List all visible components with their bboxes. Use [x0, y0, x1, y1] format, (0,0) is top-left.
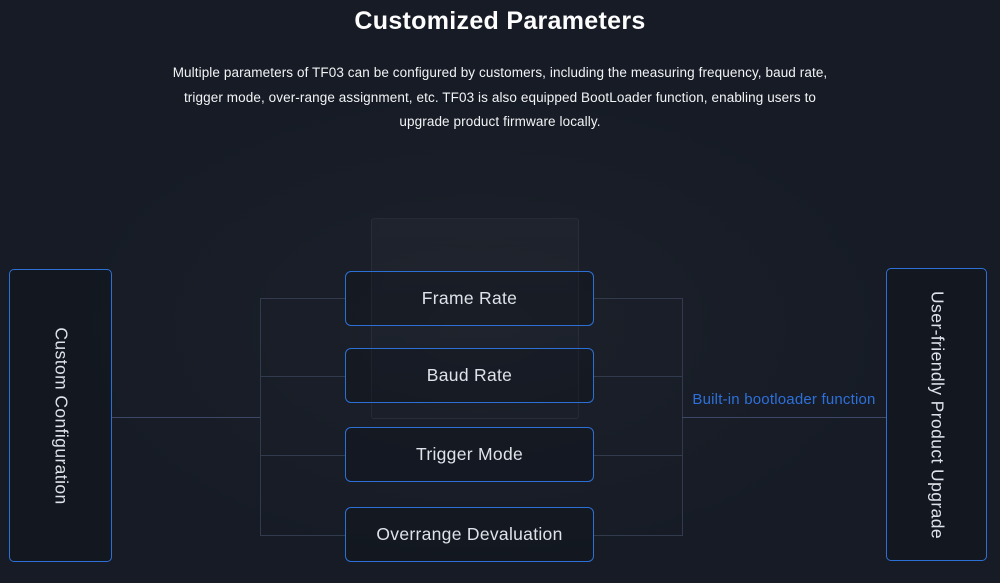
description-line-1: Multiple parameters of TF03 can be confi… [172, 65, 828, 80]
param-box-overrange-devaluation: Overrange Devaluation [345, 507, 594, 562]
product-upgrade-node: User-friendly Product Upgrade [886, 268, 987, 561]
section-title: Customized Parameters [354, 7, 646, 35]
custom-configuration-label: Custom Configuration [51, 326, 71, 505]
param-label-baud-rate: Baud Rate [426, 365, 513, 385]
connector-left-branch-baud-rate [260, 376, 345, 377]
section-description: Multiple parameters of TF03 can be confi… [0, 61, 1000, 135]
description-line-2: trigger mode, over-range assignment, etc… [183, 89, 817, 105]
param-box-frame-rate: Frame Rate [345, 271, 594, 326]
param-label-overrange-devaluation: Overrange Devaluation [376, 524, 563, 544]
description-line-3: upgrade product firmware locally. [399, 114, 601, 129]
connector-left-branch-frame-rate [260, 298, 345, 299]
product-upgrade-label: User-friendly Product Upgrade [927, 290, 947, 539]
connector-left-branch-overrange [260, 535, 345, 536]
param-box-trigger-mode: Trigger Mode [345, 427, 594, 482]
param-label-trigger-mode: Trigger Mode [415, 444, 524, 464]
param-box-baud-rate: Baud Rate [345, 348, 594, 403]
connector-right-branch-trigger-mode [594, 455, 682, 456]
param-label-frame-rate: Frame Rate [421, 288, 518, 308]
connector-left-branch-trigger-mode [260, 455, 345, 456]
connector-right-branch-overrange [594, 535, 682, 536]
connector-right-branch-baud-rate [594, 376, 682, 377]
ghost-highlight-rect [371, 218, 579, 419]
connector-left-vertical [260, 298, 261, 536]
connector-left-main [112, 417, 260, 418]
connector-right-branch-frame-rate [594, 298, 682, 299]
connector-right-main [682, 417, 886, 418]
custom-configuration-node: Custom Configuration [9, 269, 112, 562]
bootloader-annotation: Built-in bootloader function [692, 391, 876, 408]
